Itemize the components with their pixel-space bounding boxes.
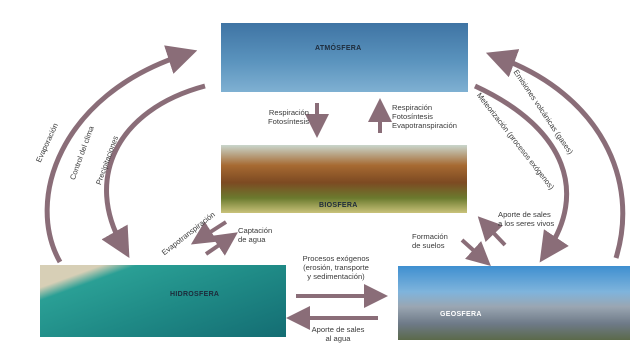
- volcanic-emissions-arrow: [485, 49, 626, 259]
- geosphere-panel: GEOSFERA: [398, 266, 630, 340]
- biosphere-label: BIOSFERA: [319, 202, 358, 209]
- salts-to-life-arrow: [477, 216, 507, 247]
- weathering-arrow: [473, 83, 570, 263]
- salts-to-life-label: Aporte de sales a los seres vivos: [498, 210, 555, 228]
- evaporation-arrow: [44, 45, 198, 264]
- bio-to-atm-label: Respiración Fotosíntesis Evapotranspirac…: [392, 103, 458, 130]
- exogenous-processes-label: Procesos exógenos (erosión, transporte y…: [302, 254, 370, 281]
- atm-to-bio-label: Respiración Fotosíntesis: [268, 108, 309, 126]
- geosphere-label: GEOSFERA: [440, 311, 482, 318]
- soil-formation-label: Formación de suelos: [412, 232, 448, 250]
- evapotranspiration-arrow: [190, 220, 228, 245]
- salts-to-water-label: Aporte de sales al agua: [311, 325, 365, 343]
- water-capture-arrow: [204, 232, 238, 256]
- atmosphere-label: ATMÓSFERA: [315, 45, 362, 52]
- biosphere-panel: BIOSFERA: [221, 145, 467, 213]
- atmosphere-panel: ATMÓSFERA: [221, 23, 468, 92]
- hydrosphere-label: HIDROSFERA: [170, 291, 220, 298]
- water-capture-label: Captación de agua: [238, 226, 273, 244]
- hydrosphere-panel: HIDROSFERA: [40, 265, 286, 337]
- soil-formation-arrow: [460, 238, 491, 267]
- precipitation-arrow: [101, 83, 206, 259]
